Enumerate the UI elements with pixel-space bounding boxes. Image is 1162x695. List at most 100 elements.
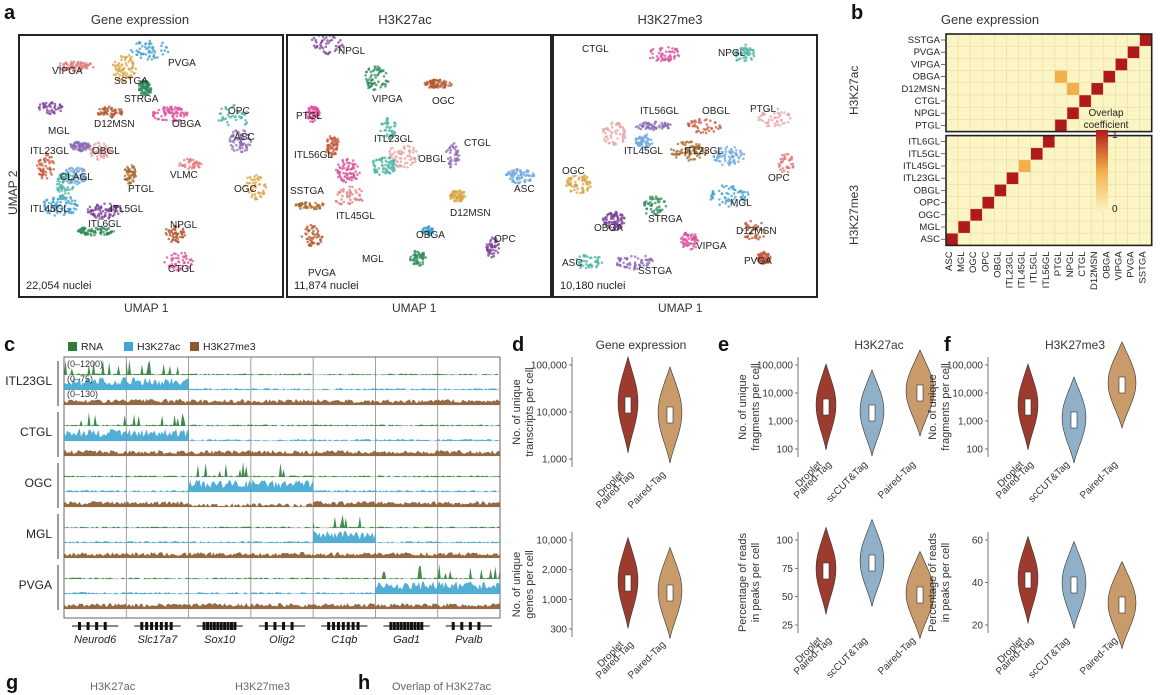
heatmap-cell: [1078, 208, 1092, 222]
umap-point: [198, 162, 201, 166]
umap-point: [107, 210, 110, 213]
umap-point: [249, 178, 253, 181]
umap-point: [172, 225, 176, 228]
umap-point: [449, 149, 453, 152]
umap-point: [160, 114, 163, 118]
track-signal: [313, 450, 376, 456]
heatmap-cell: [1018, 70, 1031, 84]
umap-point: [781, 153, 784, 157]
umap-point: [169, 265, 172, 269]
umap-point: [169, 105, 172, 109]
gene-exon: [202, 622, 206, 630]
umap-point: [51, 160, 55, 163]
umap-point: [651, 52, 654, 56]
umap-point: [449, 165, 452, 169]
heatmap-cell: [1042, 196, 1056, 210]
track-signal: [313, 530, 376, 543]
umap-point: [636, 125, 640, 128]
umap-point: [191, 259, 194, 263]
heatmap-cell: [1030, 33, 1044, 47]
violin-title: H3K27ac: [854, 338, 903, 352]
umap-point: [311, 120, 315, 123]
heatmap-row-label: VIPGA: [911, 59, 941, 70]
heatmap-cell: [1030, 58, 1044, 71]
panel-letter-g: g: [6, 672, 19, 694]
umap-point: [751, 236, 754, 240]
umap-point: [64, 61, 67, 64]
umap-point: [692, 242, 696, 246]
umap-point: [188, 266, 191, 269]
umap-point: [733, 162, 737, 165]
umap-point: [532, 173, 535, 177]
gene-exon: [451, 622, 455, 630]
heatmap-cell: [957, 119, 971, 132]
umap-point: [686, 241, 690, 245]
umap-point: [616, 215, 619, 219]
umap-point: [683, 231, 687, 235]
heatmap-cell: [969, 184, 983, 197]
heatmap-cell: [945, 159, 959, 173]
heatmap-cell: [994, 135, 1007, 149]
umap-point: [762, 235, 765, 238]
umap-point: [737, 160, 740, 163]
umap-point: [637, 143, 641, 146]
heatmap-cell: [1115, 147, 1128, 161]
track-signal: [313, 475, 376, 477]
umap-point: [120, 54, 123, 58]
track-signal: [313, 577, 376, 579]
track-signal: [64, 603, 127, 609]
umap-point: [750, 58, 753, 61]
umap-point: [420, 230, 424, 233]
umap-point: [455, 195, 459, 199]
umap-point: [654, 208, 658, 211]
umap-point: [61, 68, 65, 71]
umap-point: [421, 260, 425, 264]
violin-y-label: in peaks per cell: [940, 543, 952, 623]
umap-point: [692, 236, 696, 240]
umap-point: [220, 107, 223, 111]
track-celltype-label: CTGL: [20, 425, 52, 439]
umap-point: [455, 151, 458, 154]
heatmap-row-label: ITL6GL: [908, 137, 940, 148]
gene-exon: [327, 622, 331, 630]
umap-point: [52, 196, 55, 200]
umap-point: [651, 47, 655, 51]
heatmap-cell: [1127, 171, 1140, 185]
umap-point: [321, 36, 325, 38]
umap-point: [402, 146, 406, 150]
heatmap-cell: [994, 208, 1007, 222]
umap-point: [634, 125, 638, 129]
heatmap-cell: [1042, 171, 1056, 185]
umap-cluster-label: VIPGA: [696, 241, 727, 252]
umap-point: [426, 82, 430, 85]
umap-scatter: [294, 36, 536, 267]
track-signal: [250, 462, 314, 477]
umap-point: [370, 82, 374, 85]
umap-point: [135, 42, 138, 45]
gene-exon: [103, 622, 107, 630]
umap-point: [738, 190, 742, 194]
heatmap-cell: [969, 82, 983, 96]
umap-point: [605, 126, 609, 130]
umap-point: [94, 142, 97, 145]
umap-point: [577, 261, 580, 264]
umap-point: [312, 106, 316, 110]
umap-point: [583, 176, 586, 179]
umap-point: [724, 202, 727, 205]
umap-point: [317, 116, 320, 120]
heatmap-cell: [969, 171, 983, 185]
umap-cluster-label: NPGL: [718, 48, 746, 59]
umap-point: [663, 200, 666, 203]
umap-point: [251, 178, 255, 182]
umap-point: [652, 209, 655, 213]
umap-point: [352, 174, 356, 177]
heatmap-cell: [994, 184, 1007, 197]
violin-box: [1070, 576, 1078, 594]
heatmap-cell: [1018, 196, 1031, 210]
gene-exon: [230, 622, 233, 630]
umap-cluster-label: PVGA: [168, 58, 196, 69]
umap-point: [731, 154, 735, 158]
umap-point: [414, 259, 418, 262]
umap-point: [767, 124, 771, 128]
umap-point: [342, 190, 345, 193]
